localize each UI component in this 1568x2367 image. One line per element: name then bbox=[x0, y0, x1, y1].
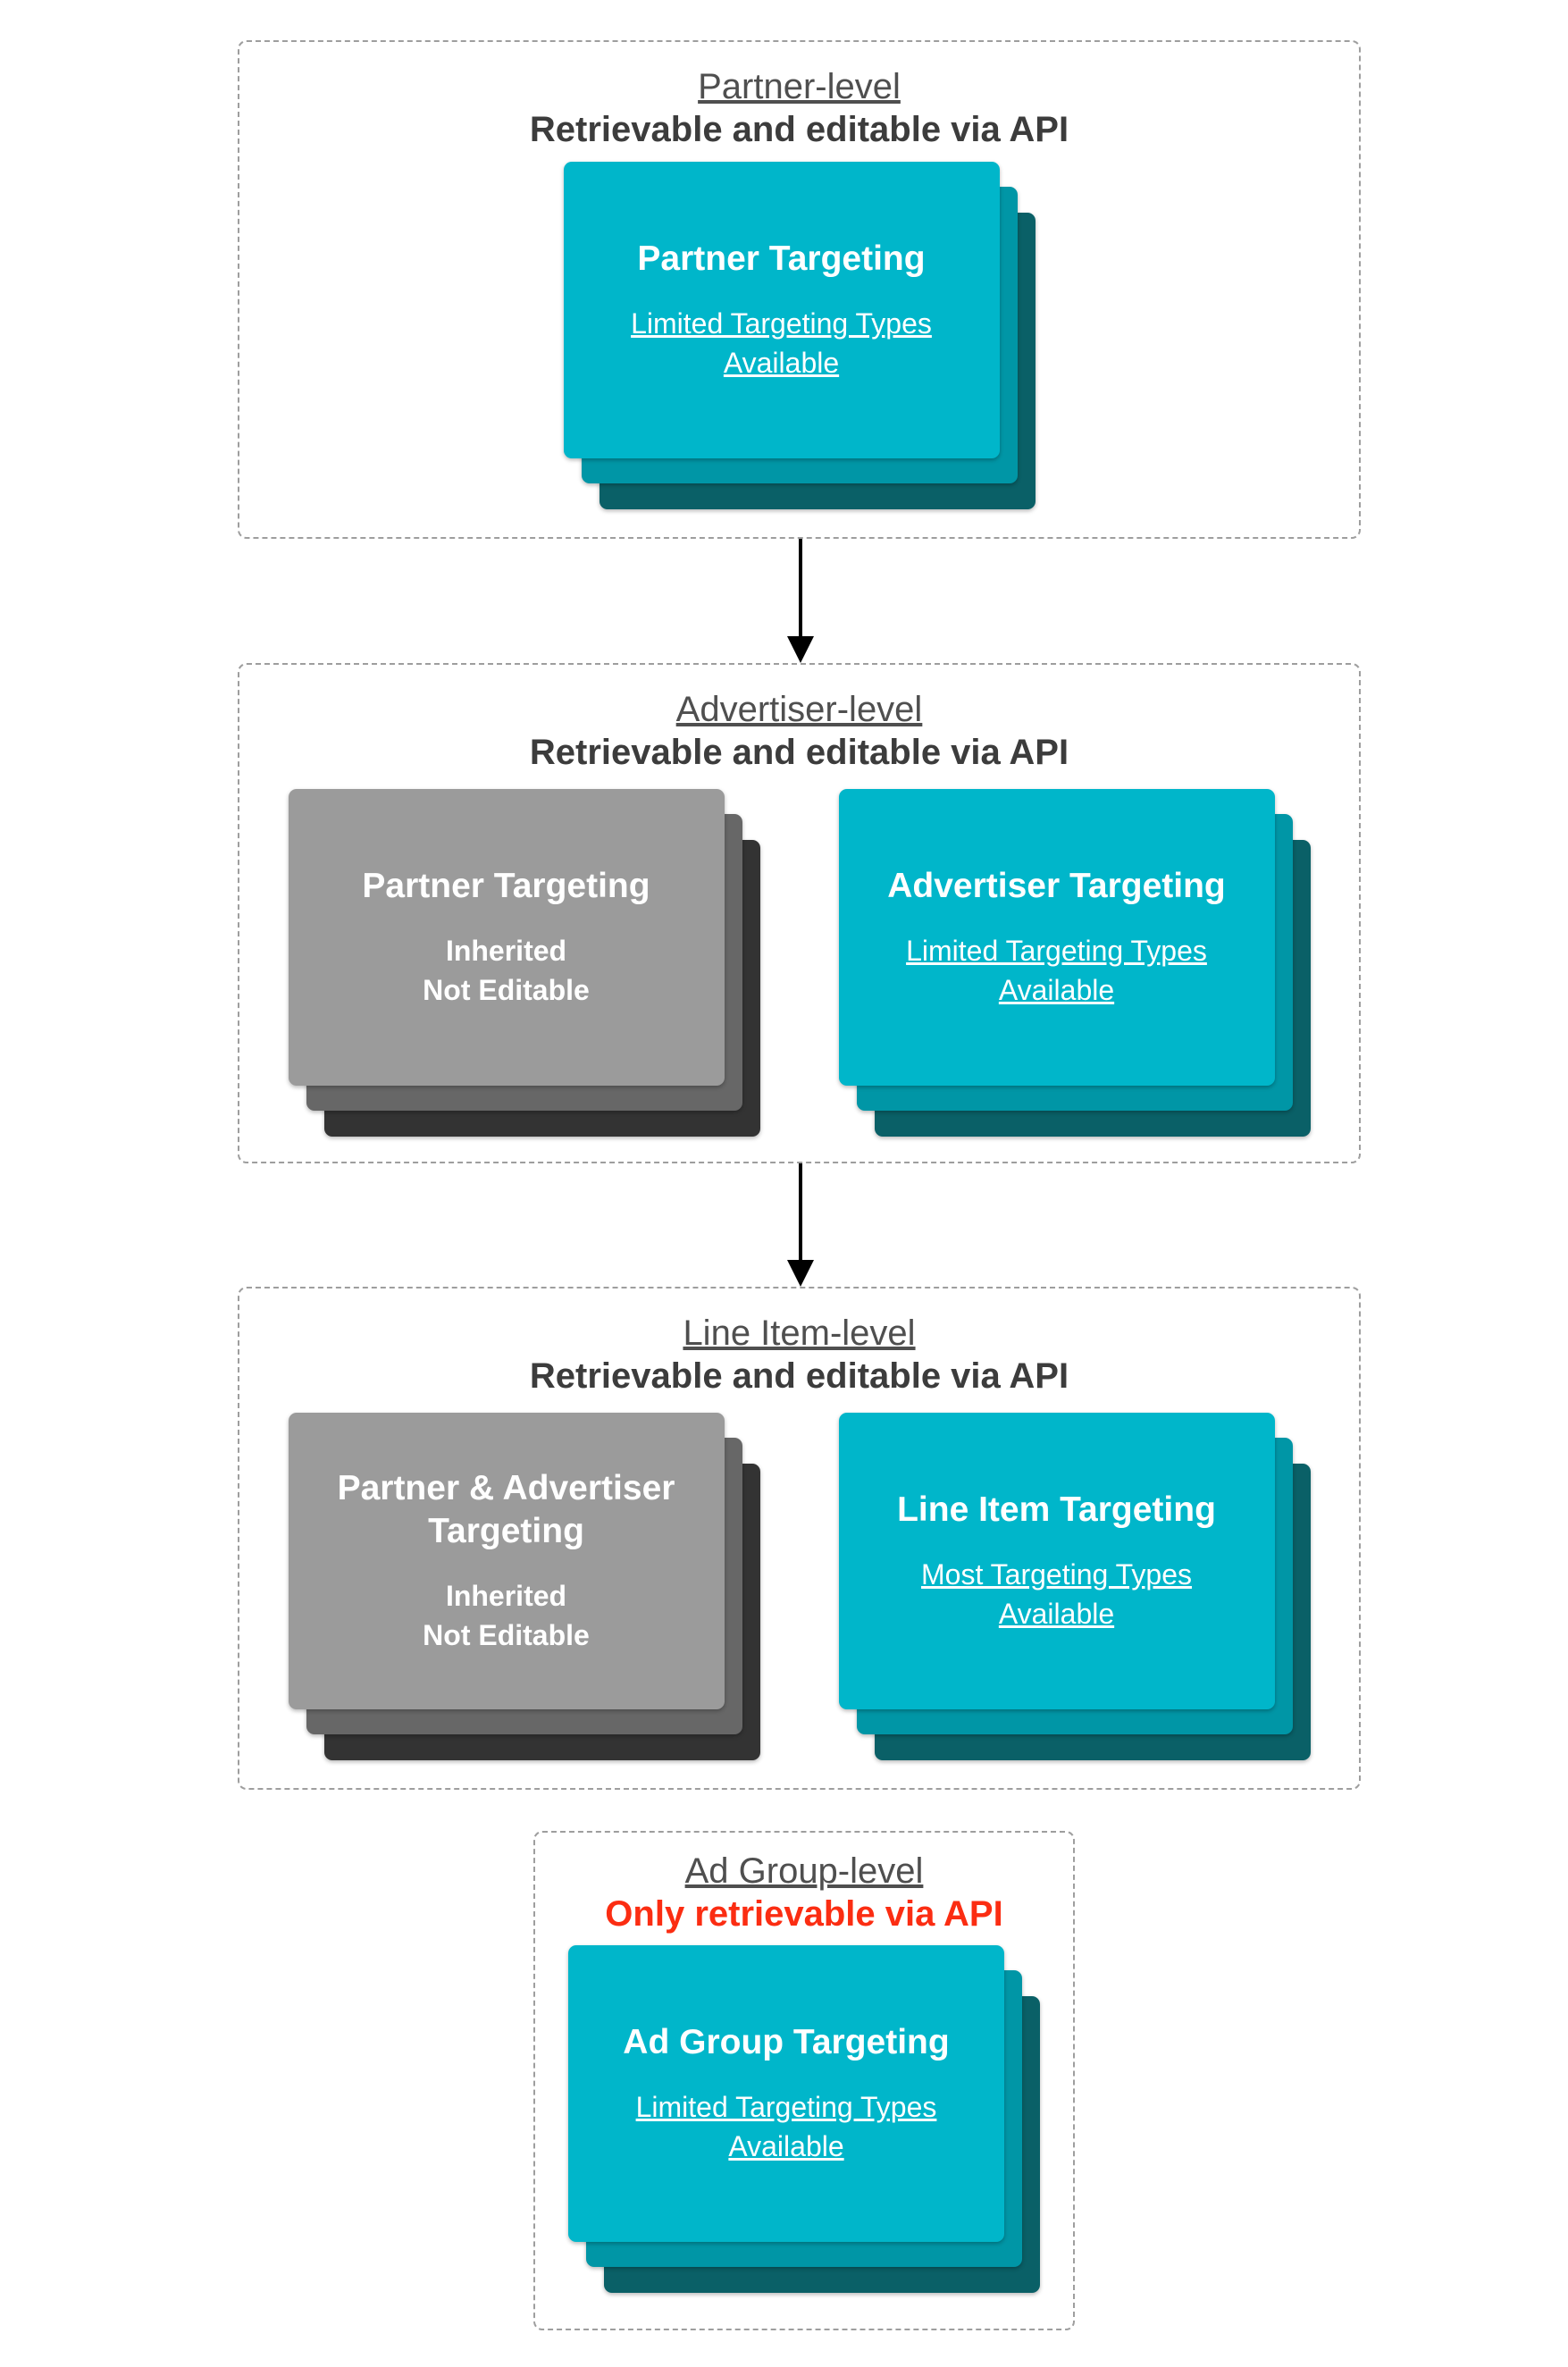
card-body-line: Most Targeting Types bbox=[921, 1558, 1192, 1591]
card-body-line: Available bbox=[998, 974, 1115, 1006]
inherited-partner-advertiser-targeting-card-stack: Partner & Advertiser Targeting Inherited… bbox=[288, 1413, 760, 1760]
partner-targeting-card: Partner Targeting Limited Targeting Type… bbox=[563, 162, 1000, 458]
advertiser-targeting-card: Advertiser Targeting Limited Targeting T… bbox=[838, 789, 1275, 1086]
card-body-line: Available bbox=[728, 2130, 844, 2162]
card-body-line: Inherited bbox=[445, 935, 567, 967]
inherited-partner-targeting-card-stack: Partner Targeting Inherited Not Editable bbox=[288, 789, 760, 1137]
inherited-partner-targeting-card: Partner Targeting Inherited Not Editable bbox=[288, 789, 725, 1086]
card-title: Partner Targeting bbox=[362, 867, 650, 905]
card-title: Line Item Targeting bbox=[897, 1490, 1216, 1529]
down-arrow-icon bbox=[786, 539, 815, 663]
arrow-head bbox=[787, 1260, 814, 1287]
card-body: Inherited Not Editable bbox=[289, 931, 725, 1010]
card-body-line: Not Editable bbox=[423, 974, 590, 1006]
arrow-head bbox=[787, 636, 814, 663]
line-item-level-box: Line Item-level Retrievable and editable… bbox=[238, 1287, 1361, 1790]
advertiser-level-box: Advertiser-level Retrievable and editabl… bbox=[238, 663, 1361, 1163]
card-title: Partner & Advertiser Targeting bbox=[337, 1469, 675, 1550]
card-body: Limited Targeting Types Available bbox=[839, 931, 1275, 1010]
line-item-targeting-card: Line Item Targeting Most Targeting Types… bbox=[838, 1413, 1275, 1709]
ad-group-level-title: Ad Group-level bbox=[684, 1851, 924, 1891]
line-item-level-card-row: Partner & Advertiser Targeting Inherited… bbox=[239, 1413, 1359, 1760]
advertiser-targeting-card-stack: Advertiser Targeting Limited Targeting T… bbox=[838, 789, 1311, 1137]
line-item-targeting-card-stack: Line Item Targeting Most Targeting Types… bbox=[838, 1413, 1311, 1760]
ad-group-targeting-card-stack: Ad Group Targeting Limited Targeting Typ… bbox=[568, 1945, 1040, 2293]
down-arrow-icon bbox=[786, 1163, 815, 1287]
advertiser-level-subtitle: Retrievable and editable via API bbox=[529, 733, 1069, 772]
card-title: Advertiser Targeting bbox=[887, 867, 1226, 905]
ad-group-level-card-row: Ad Group Targeting Limited Targeting Typ… bbox=[535, 1945, 1073, 2293]
card-body-line: Inherited bbox=[445, 1580, 567, 1612]
inherited-partner-advertiser-targeting-card: Partner & Advertiser Targeting Inherited… bbox=[288, 1413, 725, 1709]
card-body-line: Limited Targeting Types bbox=[635, 2091, 937, 2123]
card-body-line: Limited Targeting Types bbox=[631, 307, 932, 340]
arrow-shaft bbox=[799, 1163, 802, 1260]
card-body-line: Available bbox=[998, 1598, 1115, 1630]
card-body: Most Targeting Types Available bbox=[839, 1555, 1275, 1633]
card-body: Limited Targeting Types Available bbox=[564, 304, 1000, 382]
line-item-level-title: Line Item-level bbox=[683, 1314, 916, 1353]
partner-level-subtitle: Retrievable and editable via API bbox=[529, 110, 1069, 149]
card-body-line: Available bbox=[723, 347, 840, 379]
partner-level-title: Partner-level bbox=[698, 67, 901, 106]
card-body-line: Not Editable bbox=[423, 1619, 590, 1651]
partner-targeting-card-stack: Partner Targeting Limited Targeting Type… bbox=[563, 162, 1036, 509]
arrow-shaft bbox=[799, 539, 802, 636]
line-item-level-subtitle: Retrievable and editable via API bbox=[529, 1356, 1069, 1396]
card-title: Partner Targeting bbox=[637, 239, 926, 278]
partner-level-box: Partner-level Retrievable and editable v… bbox=[238, 40, 1361, 539]
advertiser-level-title: Advertiser-level bbox=[675, 690, 923, 729]
advertiser-level-card-row: Partner Targeting Inherited Not Editable… bbox=[239, 789, 1359, 1137]
partner-level-card-row: Partner Targeting Limited Targeting Type… bbox=[239, 162, 1359, 509]
ad-group-targeting-card: Ad Group Targeting Limited Targeting Typ… bbox=[568, 1945, 1004, 2242]
card-body-line: Limited Targeting Types bbox=[906, 935, 1207, 967]
ad-group-level-box: Ad Group-level Only retrievable via API … bbox=[533, 1831, 1075, 2330]
ad-group-level-subtitle: Only retrievable via API bbox=[605, 1894, 1003, 1934]
card-title: Ad Group Targeting bbox=[623, 2023, 950, 2061]
card-body: Inherited Not Editable bbox=[289, 1576, 725, 1655]
card-body: Limited Targeting Types Available bbox=[568, 2087, 1004, 2166]
